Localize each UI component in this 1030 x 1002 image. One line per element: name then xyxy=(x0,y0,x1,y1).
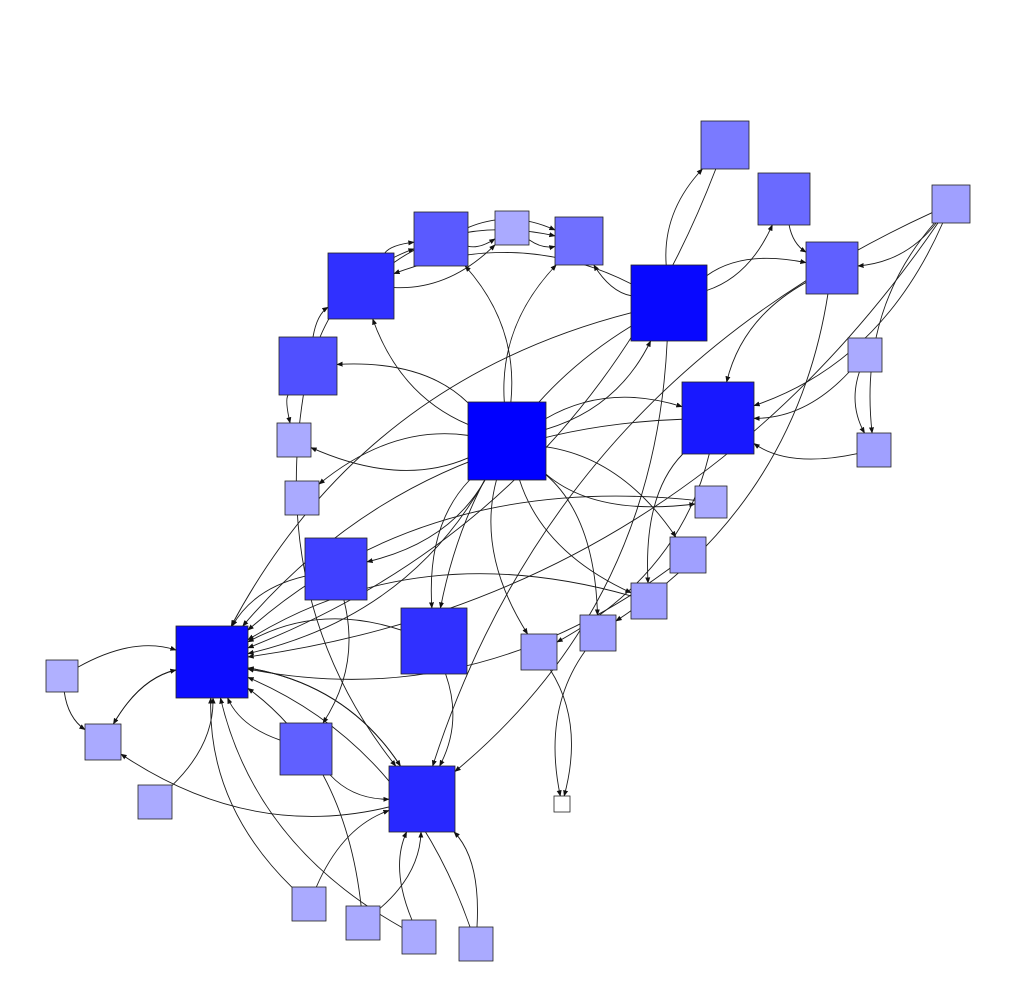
edge-13-to-9 xyxy=(545,340,652,430)
edge-10-to-14 xyxy=(286,394,292,424)
node-34 xyxy=(458,926,494,962)
edge-9-to-2 xyxy=(706,224,773,291)
node-31 xyxy=(291,886,327,922)
edge-21-to-24 xyxy=(247,618,402,643)
edge-20-to-24 xyxy=(247,573,632,641)
edge-13-to-18 xyxy=(366,479,486,563)
edge-2-to-7 xyxy=(788,224,807,253)
node-8 xyxy=(327,252,395,320)
edge-33-to-28 xyxy=(399,831,413,921)
node-14 xyxy=(276,422,312,458)
node-5 xyxy=(494,210,530,246)
edge-32-to-24 xyxy=(247,687,362,907)
node-18 xyxy=(304,537,368,601)
node-2 xyxy=(757,172,811,226)
node-12 xyxy=(681,381,755,455)
edge-3-to-15 xyxy=(868,222,935,434)
edge-33-to-24 xyxy=(219,697,403,928)
edge-13-to-19 xyxy=(545,446,677,538)
edge-11-to-12 xyxy=(753,371,850,421)
node-1 xyxy=(700,120,750,170)
edge-26-to-24 xyxy=(112,668,177,725)
edge-9-to-1 xyxy=(665,168,703,266)
edge-13-to-10 xyxy=(336,361,469,404)
node-33 xyxy=(401,919,437,955)
edge-9-to-7 xyxy=(706,257,807,276)
edge-28-to-26 xyxy=(120,753,390,817)
edge-8-to-5 xyxy=(393,244,496,289)
node-25 xyxy=(45,659,79,693)
edge-7-to-12 xyxy=(725,282,807,383)
node-28 xyxy=(388,765,456,833)
edge-9-to-24 xyxy=(230,312,632,627)
edge-13-to-8 xyxy=(372,318,469,425)
edge-4-to-5 xyxy=(467,238,496,248)
edge-13-to-12 xyxy=(545,396,683,419)
edge-15-to-12 xyxy=(753,443,858,460)
node-6 xyxy=(554,216,604,266)
edge-13-to-22 xyxy=(545,474,600,616)
node-21 xyxy=(400,607,468,675)
edge-18-to-24 xyxy=(231,575,306,627)
node-7 xyxy=(805,241,859,295)
node-26 xyxy=(84,723,122,761)
edge-11-to-15 xyxy=(854,371,865,434)
edge-23-to-29 xyxy=(550,669,572,797)
node-13 xyxy=(467,401,547,481)
edge-13-to-21 xyxy=(428,479,470,609)
edge-21-to-28 xyxy=(439,673,454,767)
node-17 xyxy=(694,485,728,519)
edge-13-to-4 xyxy=(464,265,513,403)
node-32 xyxy=(345,905,381,941)
edge-31-to-24 xyxy=(208,697,293,888)
edge-5-to-6 xyxy=(528,239,556,251)
edge-24-to-26 xyxy=(112,669,177,725)
node-15 xyxy=(856,432,892,468)
edge-18-to-27 xyxy=(322,599,350,724)
edge-12-to-20 xyxy=(645,453,684,584)
node-11 xyxy=(847,337,883,373)
edge-17-to-24 xyxy=(247,495,696,631)
node-10 xyxy=(278,336,338,396)
node-29 xyxy=(553,795,571,813)
edge-13-to-23 xyxy=(490,479,528,635)
edge-25-to-26 xyxy=(63,691,86,731)
edge-13-to-17 xyxy=(545,473,696,508)
node-4 xyxy=(413,211,469,267)
edge-3-to-7 xyxy=(857,222,937,269)
edge-8-to-4 xyxy=(384,240,415,254)
edge-13-to-6 xyxy=(503,264,557,403)
edge-27-to-28 xyxy=(329,774,390,802)
node-20 xyxy=(630,582,668,620)
edge-27-to-24 xyxy=(227,697,281,741)
edge-13-to-24 xyxy=(247,479,486,655)
node-19 xyxy=(669,536,707,574)
node-16 xyxy=(284,480,320,516)
edge-13-to-16 xyxy=(318,433,469,485)
node-27 xyxy=(279,722,333,776)
node-30 xyxy=(137,784,173,820)
edge-9-to-28 xyxy=(454,340,668,772)
edge-10-to-8 xyxy=(312,306,329,338)
node-22 xyxy=(579,614,617,652)
edge-3-to-24 xyxy=(247,222,939,659)
node-3 xyxy=(931,184,971,224)
edge-12-to-24 xyxy=(242,418,683,627)
edges-layer xyxy=(63,168,944,928)
edge-32-to-28 xyxy=(379,831,424,909)
nodes-layer xyxy=(45,120,971,962)
node-9 xyxy=(630,264,708,342)
node-24 xyxy=(175,625,249,699)
edge-25-to-24 xyxy=(77,645,177,668)
edge-13-to-14 xyxy=(310,447,469,471)
edge-34-to-28 xyxy=(453,831,478,928)
edge-31-to-28 xyxy=(315,809,390,888)
edge-13-to-20 xyxy=(519,479,632,594)
edge-22-to-29 xyxy=(554,650,586,797)
edge-9-to-6 xyxy=(593,264,632,297)
node-23 xyxy=(520,633,558,671)
edge-34-to-24 xyxy=(247,676,471,928)
edge-30-to-24 xyxy=(171,697,216,786)
